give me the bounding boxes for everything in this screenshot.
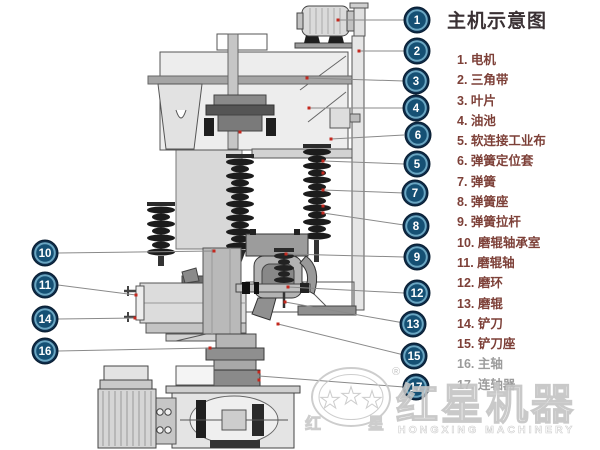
callout-badge-5: 5	[403, 150, 431, 178]
registered-mark: ®	[392, 366, 400, 378]
legend-item-7: 7. 弹簧	[457, 174, 496, 189]
svg-text:12: 12	[411, 288, 424, 300]
red-marker-dots	[133, 18, 361, 382]
svg-text:5: 5	[414, 159, 421, 171]
svg-text:1: 1	[414, 15, 421, 27]
callout-badge-4: 4	[402, 94, 430, 122]
svg-text:4: 4	[413, 103, 420, 115]
svg-text:13: 13	[407, 319, 420, 331]
legend-item-13: 13. 磨辊	[457, 296, 503, 311]
legend-item-12: 12. 磨环	[457, 276, 503, 291]
callout-badge-1: 1	[403, 6, 431, 34]
machine-drawing	[97, 2, 369, 449]
legend-item-14: 14. 铲刀	[457, 316, 503, 331]
legend-item-9: 9. 弹簧拉杆	[457, 215, 521, 230]
legend-item-6: 6. 弹簧定位套	[457, 154, 534, 169]
callout-badge-11: 11	[31, 271, 59, 299]
svg-text:9: 9	[414, 252, 420, 264]
svg-text:2: 2	[414, 46, 420, 58]
spring-right	[303, 144, 331, 262]
svg-text:★: ★	[361, 387, 383, 414]
callout-badge-17: 17	[402, 373, 430, 401]
svg-text:17: 17	[410, 382, 423, 394]
legend-item-10: 10. 磨辊轴承室	[457, 235, 541, 250]
callout-badge-13: 13	[399, 310, 427, 338]
page-title: 主机示意图	[447, 11, 548, 32]
callout-badge-10: 10	[31, 239, 59, 267]
svg-text:8: 8	[413, 221, 420, 233]
legend-item-2: 2. 三角带	[457, 73, 509, 88]
legend-item-8: 8. 弹簧座	[457, 195, 509, 210]
legend-item-1: 1. 电机	[457, 53, 496, 67]
watermark-en: HONGXING MACHINERY	[398, 424, 575, 436]
callout-badge-16: 16	[31, 337, 59, 365]
callout-badge-2: 2	[403, 37, 431, 65]
watermark-cn: 红星机器	[396, 381, 576, 428]
callout-badge-12: 12	[403, 279, 431, 307]
svg-text:★: ★	[319, 387, 341, 414]
logo-cn-right: 星	[368, 415, 384, 433]
svg-text:3: 3	[413, 76, 419, 88]
svg-text:16: 16	[39, 346, 52, 358]
logo-cn-left: 红	[305, 414, 321, 433]
legend-item-11: 11. 磨辊轴	[457, 255, 515, 270]
svg-text:6: 6	[415, 130, 421, 142]
callout-badge-15: 15	[400, 342, 428, 370]
logo-stars-icon: ★ ★ ★	[319, 383, 384, 415]
svg-text:7: 7	[412, 188, 418, 200]
legend-item-16: 16. 主轴	[457, 357, 503, 372]
svg-text:10: 10	[39, 248, 52, 260]
legend-list: 1. 电机 2. 三角带 3. 叶片 4. 油池 5. 软连接工业布 6. 弹簧…	[457, 50, 597, 395]
svg-text:11: 11	[39, 280, 52, 292]
callout-badge-3: 3	[402, 67, 430, 95]
svg-text:14: 14	[39, 314, 52, 326]
legend-item-15: 15. 铲刀座	[457, 337, 516, 352]
callout-badge-9: 9	[403, 243, 431, 271]
legend-item-3: 3. 叶片	[457, 93, 496, 108]
legend-item-5: 5. 软连接工业布	[457, 134, 546, 149]
spring-left	[147, 202, 175, 266]
callout-badge-8: 8	[402, 212, 430, 240]
leader-lines	[57, 19, 405, 388]
legend-item-4: 4. 油池	[457, 113, 496, 128]
legend-panel: 主机示意图 1. 电机 2. 三角带 3. 叶片 4. 油池 5. 软连接工业布…	[447, 10, 597, 395]
callout-badge-7: 7	[401, 179, 429, 207]
callout-badges: 1 2 3 4 6 5 7 8	[31, 6, 432, 401]
callout-badge-14: 14	[31, 305, 59, 333]
svg-text:★: ★	[340, 383, 362, 410]
legend-item-17: 17. 连轴器	[457, 377, 516, 392]
svg-text:15: 15	[408, 351, 421, 363]
brand-watermark: ★ ★ ★ ® 红 星 红星机器 HONGXING MACHINERY	[305, 366, 576, 436]
callout-badge-6: 6	[404, 121, 432, 149]
